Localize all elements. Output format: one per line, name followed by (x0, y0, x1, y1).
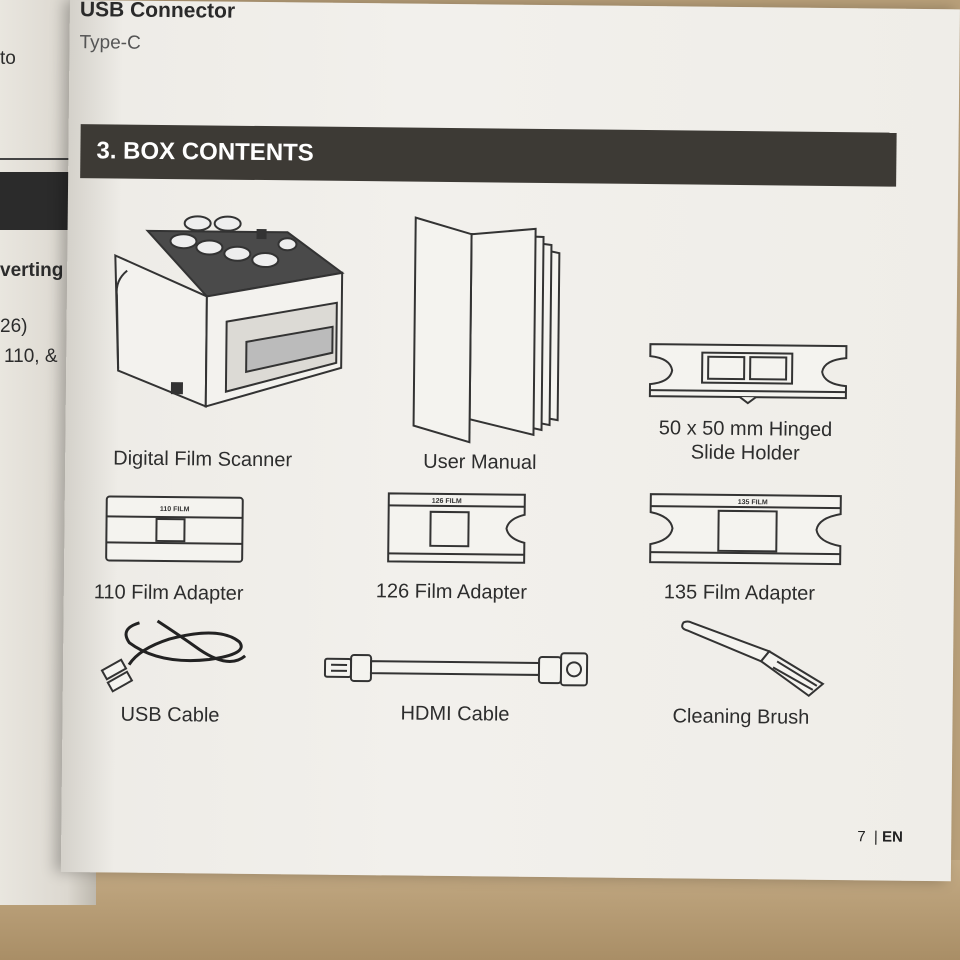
item-label: 50 x 50 mm Hinged Slide Holder (658, 417, 833, 465)
manual-icon (412, 216, 561, 444)
manual-page: USB Connector Type-C 3. BOX CONTENTS Dig… (60, 0, 960, 882)
hdmi-cable-icon (323, 652, 589, 687)
usb-cable-icon (100, 619, 247, 693)
cleaning-brush-icon (681, 620, 825, 698)
page-number: 7 (857, 828, 866, 846)
item-label: 110 Film Adapter (93, 581, 244, 605)
item-label: USB Cable (120, 703, 220, 727)
left-page-fragment: verting (0, 260, 64, 281)
left-page-rule (0, 158, 70, 160)
spec-title: USB Connector (79, 0, 236, 23)
adapter-126-icon: 126 FILM (387, 492, 526, 564)
slide-holder-icon (648, 343, 848, 405)
adapter-tag: 110 FILM (160, 506, 190, 513)
item-label: Digital Film Scanner (113, 447, 293, 472)
footer-divider: | (869, 828, 878, 846)
section-title: 3. BOX CONTENTS (96, 137, 314, 167)
item-label: HDMI Cable (400, 702, 510, 726)
left-page-fragment: 110, & (4, 346, 58, 367)
left-page-section-bar (0, 172, 72, 230)
film-scanner-icon (114, 215, 345, 408)
section-header: 3. BOX CONTENTS (80, 124, 897, 187)
adapter-tag: 135 FILM (738, 499, 768, 506)
page-footer: 7 | EN (857, 828, 903, 845)
language-code: EN (881, 828, 903, 846)
adapter-135-icon: 135 FILM (649, 493, 842, 566)
adapter-110-icon: 110 FILM (105, 495, 244, 563)
adapter-tag: 126 FILM (432, 498, 462, 505)
item-label: 126 Film Adapter (375, 580, 528, 604)
item-label: User Manual (423, 450, 537, 474)
left-page-fragment: to (0, 48, 16, 69)
spec-value: Type-C (79, 32, 141, 54)
item-label: 135 Film Adapter (663, 581, 816, 605)
item-label: Cleaning Brush (672, 705, 810, 729)
left-page-fragment: 26) (0, 316, 28, 337)
